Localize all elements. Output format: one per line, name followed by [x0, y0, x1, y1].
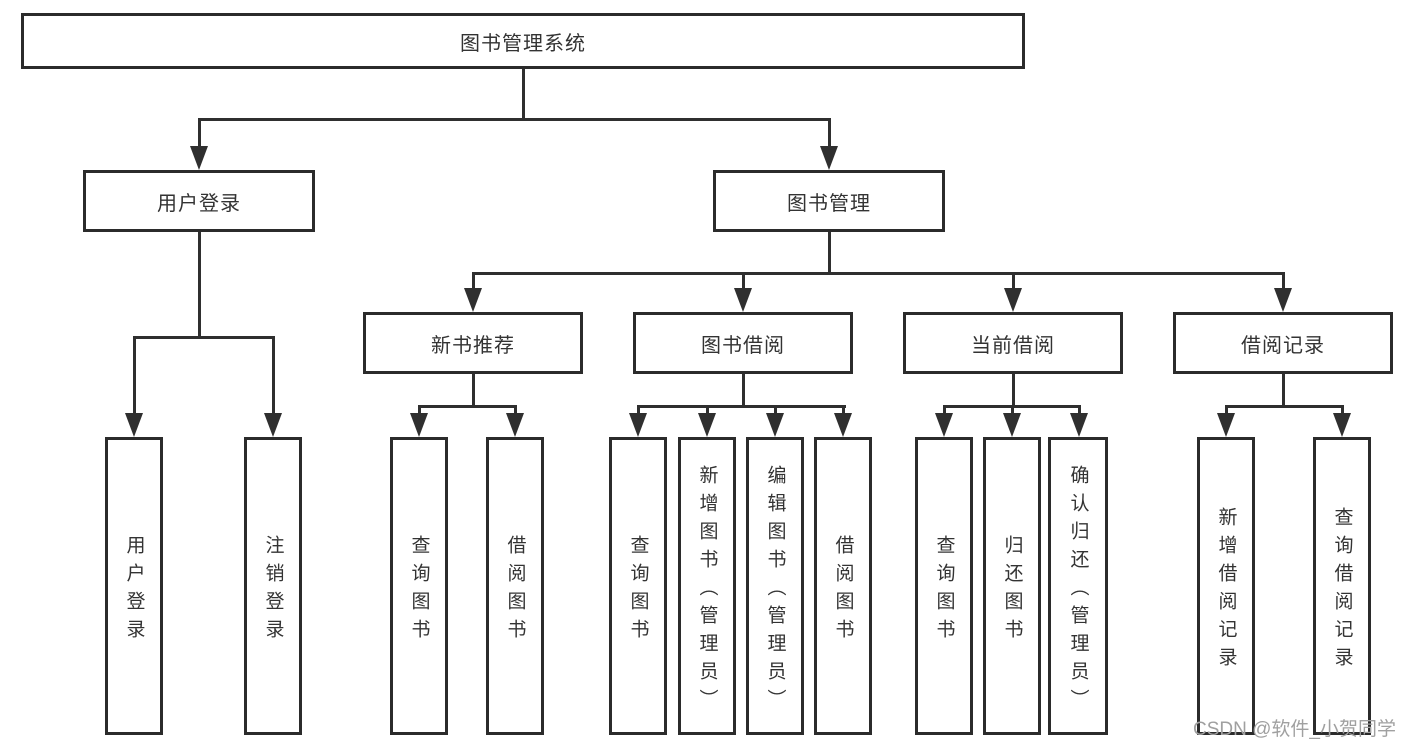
edge-drop-current-borrowing — [1012, 272, 1015, 294]
arrowhead-query-books-current — [935, 413, 953, 437]
node-current-borrowing-label: 当前借阅 — [971, 334, 1055, 357]
node-user-login: 用户登录 — [83, 170, 315, 232]
leaf-add-book-admin-label: 新增图书（管理员） — [696, 464, 718, 717]
arrowhead-query-borrow-record — [1333, 413, 1351, 437]
leaf-add-borrow-record: 新增借阅记录 — [1197, 437, 1255, 735]
arrowhead-add-book-admin — [698, 413, 716, 437]
edge-drop-book-borrowing — [742, 272, 745, 294]
arrowhead-user-login — [190, 146, 208, 170]
leaf-confirm-return-admin-label: 确认归还（管理员） — [1067, 464, 1089, 717]
leaf-query-books-current: 查询图书 — [915, 437, 973, 735]
edge-book-borrowing-stem — [742, 374, 745, 408]
node-new-book-recommend: 新书推荐 — [363, 312, 583, 374]
node-root-label: 图书管理系统 — [460, 32, 586, 55]
arrowhead-borrow-books-borrowing — [834, 413, 852, 437]
edge-drop-add-book-admin — [706, 405, 709, 418]
node-borrowing-records: 借阅记录 — [1173, 312, 1393, 374]
csdn-watermark: CSDN @软件_小贺同学 — [1193, 719, 1396, 740]
leaf-borrow-books-recommend: 借阅图书 — [486, 437, 544, 735]
edge-book-management-stem — [828, 232, 831, 275]
edge-user-login-stem — [198, 232, 201, 339]
edge-drop-query-books-current — [943, 405, 946, 418]
edge-drop-edit-book-admin — [774, 405, 777, 418]
edge-new-book-recommend-bar — [418, 405, 517, 408]
edge-drop-book-management — [828, 118, 831, 150]
edge-drop-query-books-borrowing — [637, 405, 640, 418]
node-user-login-label: 用户登录 — [157, 192, 241, 215]
edge-borrowing-records-stem — [1282, 374, 1285, 408]
edge-root-bar — [198, 118, 831, 121]
edge-drop-confirm-return-admin — [1078, 405, 1081, 418]
leaf-query-books-recommend-label: 查询图书 — [408, 534, 430, 647]
edge-drop-user-login — [198, 118, 201, 150]
edge-drop-add-borrow-record — [1225, 405, 1228, 418]
arrowhead-new-book-recommend — [464, 288, 482, 312]
edge-drop-borrowing-records — [1282, 272, 1285, 294]
leaf-user-login-label: 用户登录 — [123, 534, 145, 647]
leaf-borrow-books-borrowing: 借阅图书 — [814, 437, 872, 735]
arrowhead-book-borrowing — [734, 288, 752, 312]
edge-root-stem — [522, 69, 525, 121]
edge-drop-new-book-recommend — [472, 272, 475, 294]
node-root-system: 图书管理系统 — [21, 13, 1025, 69]
node-new-book-recommend-label: 新书推荐 — [431, 334, 515, 357]
edge-drop-query-borrow-record — [1341, 405, 1344, 418]
leaf-add-borrow-record-label: 新增借阅记录 — [1215, 506, 1237, 675]
edge-drop-borrow-books-borrowing — [842, 405, 845, 418]
arrowhead-query-books-borrowing — [629, 413, 647, 437]
leaf-return-book-label: 归还图书 — [1001, 534, 1023, 647]
leaf-query-borrow-record-label: 查询借阅记录 — [1331, 506, 1353, 675]
edge-book-borrowing-bar — [637, 405, 846, 408]
edge-drop-return-book — [1011, 405, 1014, 418]
leaf-logout: 注销登录 — [244, 437, 302, 735]
leaf-query-books-current-label: 查询图书 — [933, 534, 955, 647]
edge-drop-leaf-user-login — [133, 336, 136, 417]
arrowhead-add-borrow-record — [1217, 413, 1235, 437]
leaf-user-login: 用户登录 — [105, 437, 163, 735]
leaf-query-books-borrowing-label: 查询图书 — [627, 534, 649, 647]
node-borrowing-records-label: 借阅记录 — [1241, 334, 1325, 357]
node-current-borrowing: 当前借阅 — [903, 312, 1123, 374]
edge-drop-borrow-books-recommend — [514, 405, 517, 418]
leaf-borrow-books-borrowing-label: 借阅图书 — [832, 534, 854, 647]
edge-book-management-bar — [472, 272, 1285, 275]
edge-drop-query-books-recommend — [418, 405, 421, 418]
leaf-borrow-books-recommend-label: 借阅图书 — [504, 534, 526, 647]
arrowhead-confirm-return-admin — [1070, 413, 1088, 437]
edge-borrowing-records-bar — [1225, 405, 1344, 408]
leaf-edit-book-admin-label: 编辑图书（管理员） — [764, 464, 786, 717]
leaf-edit-book-admin: 编辑图书（管理员） — [746, 437, 804, 735]
leaf-add-book-admin: 新增图书（管理员） — [678, 437, 736, 735]
leaf-confirm-return-admin: 确认归还（管理员） — [1048, 437, 1108, 735]
arrowhead-query-books-recommend — [410, 413, 428, 437]
leaf-query-books-borrowing: 查询图书 — [609, 437, 667, 735]
node-book-management-label: 图书管理 — [787, 192, 871, 215]
edge-current-borrowing-stem — [1012, 374, 1015, 408]
leaf-query-books-recommend: 查询图书 — [390, 437, 448, 735]
arrowhead-borrowing-records — [1274, 288, 1292, 312]
arrowhead-leaf-logout — [264, 413, 282, 437]
arrowhead-current-borrowing — [1004, 288, 1022, 312]
arrowhead-leaf-user-login — [125, 413, 143, 437]
arrowhead-edit-book-admin — [766, 413, 784, 437]
leaf-return-book: 归还图书 — [983, 437, 1041, 735]
edge-new-book-recommend-stem — [472, 374, 475, 408]
leaf-query-borrow-record: 查询借阅记录 — [1313, 437, 1371, 735]
node-book-borrowing: 图书借阅 — [633, 312, 853, 374]
node-book-borrowing-label: 图书借阅 — [701, 334, 785, 357]
arrowhead-borrow-books-recommend — [506, 413, 524, 437]
arrowhead-return-book — [1003, 413, 1021, 437]
edge-user-login-bar — [133, 336, 275, 339]
edge-drop-leaf-logout — [272, 336, 275, 417]
node-book-management: 图书管理 — [713, 170, 945, 232]
leaf-logout-label: 注销登录 — [262, 534, 284, 647]
arrowhead-book-management — [820, 146, 838, 170]
